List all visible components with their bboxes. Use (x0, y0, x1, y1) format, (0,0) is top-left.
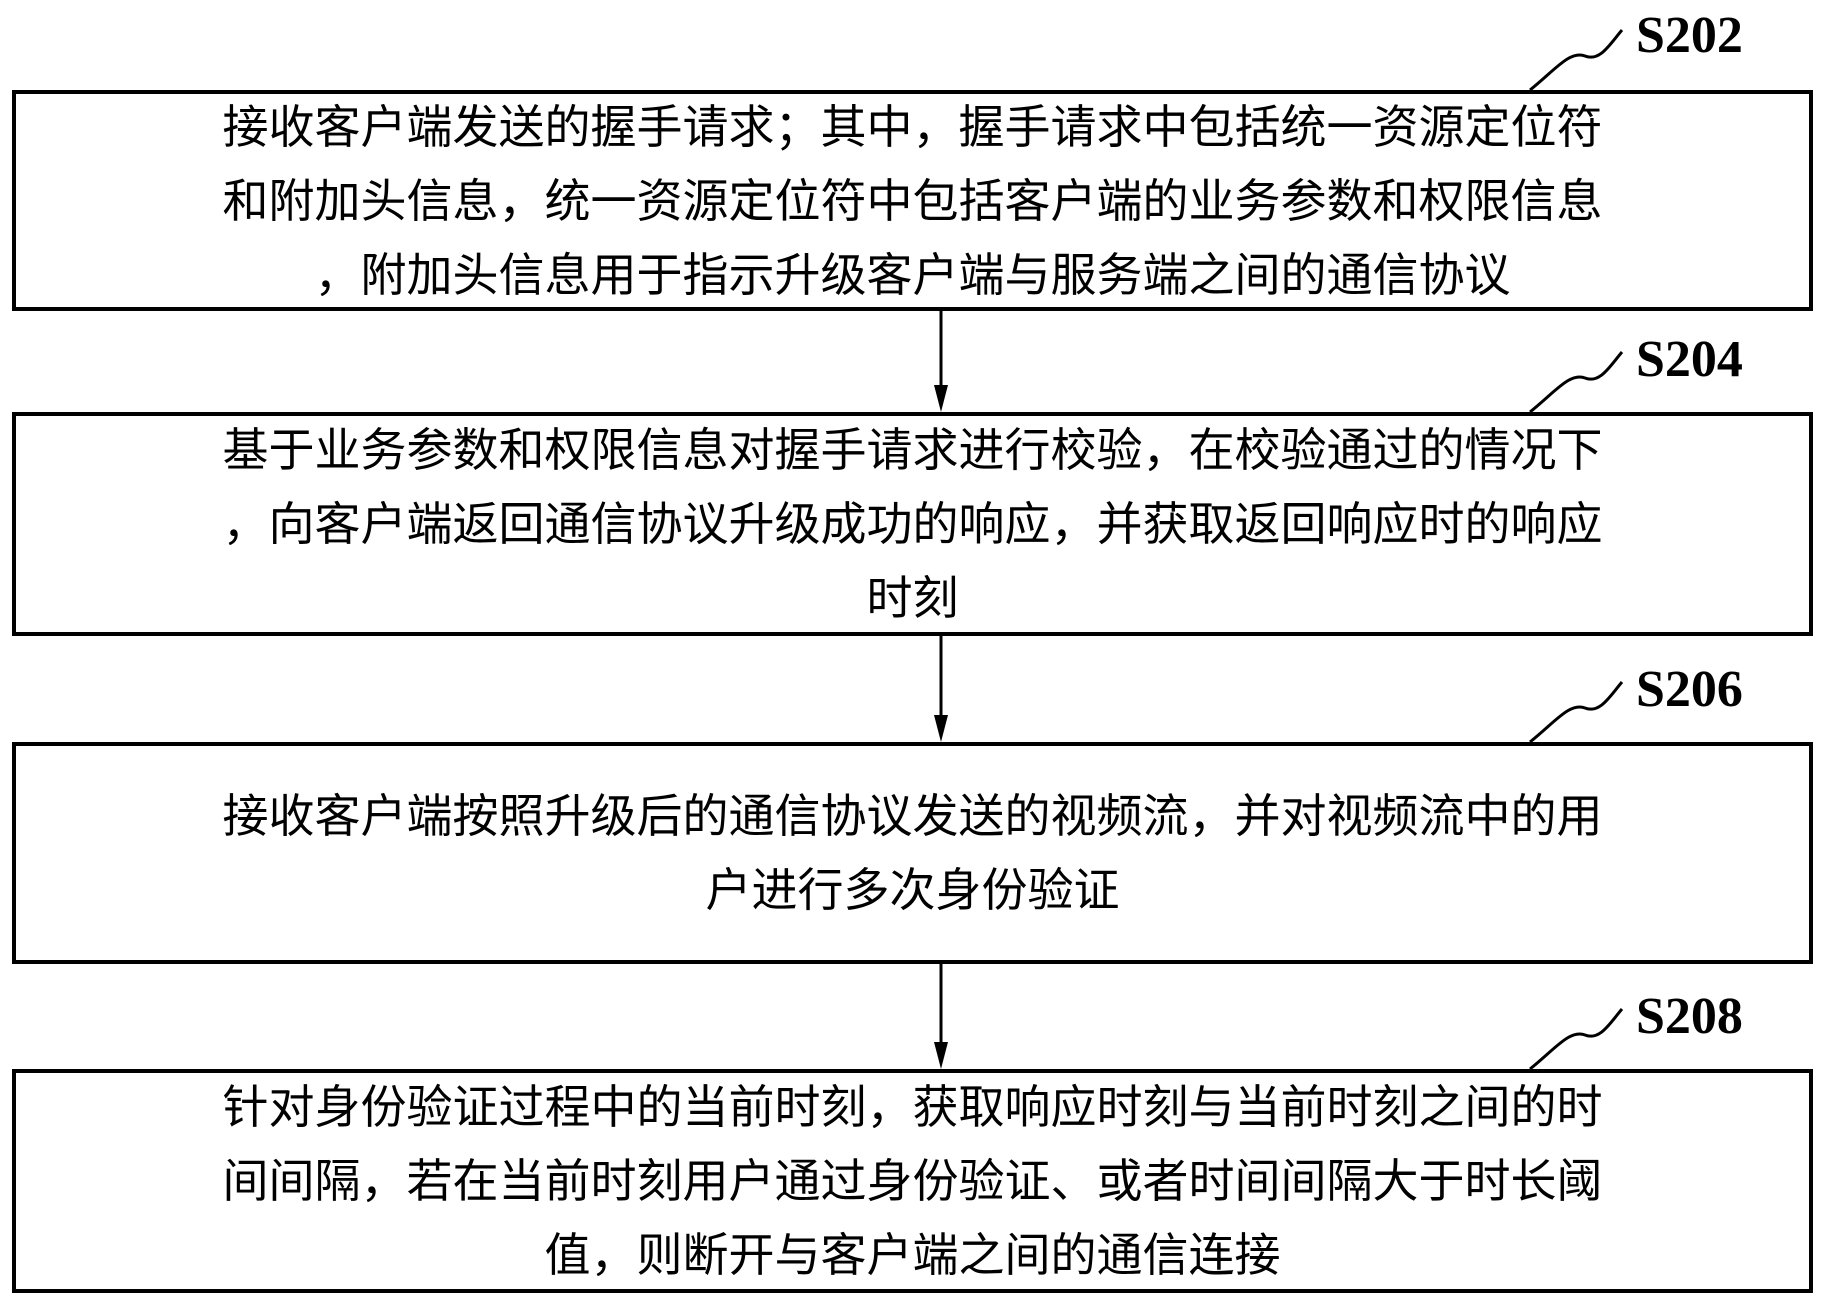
step-label-s206: S206 (1636, 661, 1743, 718)
step-label-s208: S208 (1636, 988, 1743, 1045)
leader-s202 (1529, 29, 1624, 92)
text-line: ，向客户端返回通信协议升级成功的响应，并获取返回响应时的响应 (222, 497, 1603, 551)
step-box-s202: 接收客户端发送的握手请求；其中，握手请求中包括统一资源定位符 和附加头信息，统一… (12, 90, 1813, 311)
text-line: 间间隔，若在当前时刻用户通过身份验证、或者时间间隔大于时长阈 (222, 1154, 1603, 1208)
text-line: 接收客户端发送的握手请求；其中，握手请求中包括统一资源定位符 (222, 99, 1603, 154)
leader-s208 (1529, 1008, 1624, 1071)
text-line: 针对身份验证过程中的当前时刻，获取响应时刻与当前时刻之间的时 (222, 1080, 1603, 1134)
step-label-s204: S204 (1636, 331, 1743, 388)
leader-s204 (1529, 351, 1624, 414)
arrowhead-s208 (934, 1042, 948, 1069)
step-text-s204: 基于业务参数和权限信息对握手请求进行校验，在校验通过的情况下 ，向客户端返回通信… (193, 413, 1633, 635)
text-line: 和附加头信息，统一资源定位符中包括客户端的业务参数和权限信息 (222, 173, 1603, 228)
step-box-s204: 基于业务参数和权限信息对握手请求进行校验，在校验通过的情况下 ，向客户端返回通信… (12, 412, 1813, 636)
arrowhead-s204 (934, 385, 948, 412)
step-text-s208: 针对身份验证过程中的当前时刻，获取响应时刻与当前时刻之间的时 间间隔，若在当前时… (193, 1070, 1633, 1292)
arrowhead-s206 (934, 715, 948, 742)
text-line: 时刻 (866, 571, 959, 625)
text-line: 户进行多次身份验证 (705, 863, 1120, 917)
step-box-s208: 针对身份验证过程中的当前时刻，获取响应时刻与当前时刻之间的时 间间隔，若在当前时… (12, 1069, 1813, 1293)
leader-s206 (1529, 681, 1624, 744)
text-line: ，附加头信息用于指示升级客户端与服务端之间的通信协议 (314, 247, 1511, 302)
text-line: 接收客户端按照升级后的通信协议发送的视频流，并对视频流中的用 (222, 789, 1603, 843)
step-text-s202: 接收客户端发送的握手请求；其中，握手请求中包括统一资源定位符 和附加头信息，统一… (193, 90, 1633, 312)
step-label-s202: S202 (1636, 7, 1743, 64)
text-line: 基于业务参数和权限信息对握手请求进行校验，在校验通过的情况下 (222, 423, 1603, 477)
step-text-s206: 接收客户端按照升级后的通信协议发送的视频流，并对视频流中的用 户进行多次身份验证 (193, 779, 1633, 927)
text-line: 值，则断开与客户端之间的通信连接 (544, 1228, 1281, 1282)
step-box-s206: 接收客户端按照升级后的通信协议发送的视频流，并对视频流中的用 户进行多次身份验证 (12, 742, 1813, 964)
